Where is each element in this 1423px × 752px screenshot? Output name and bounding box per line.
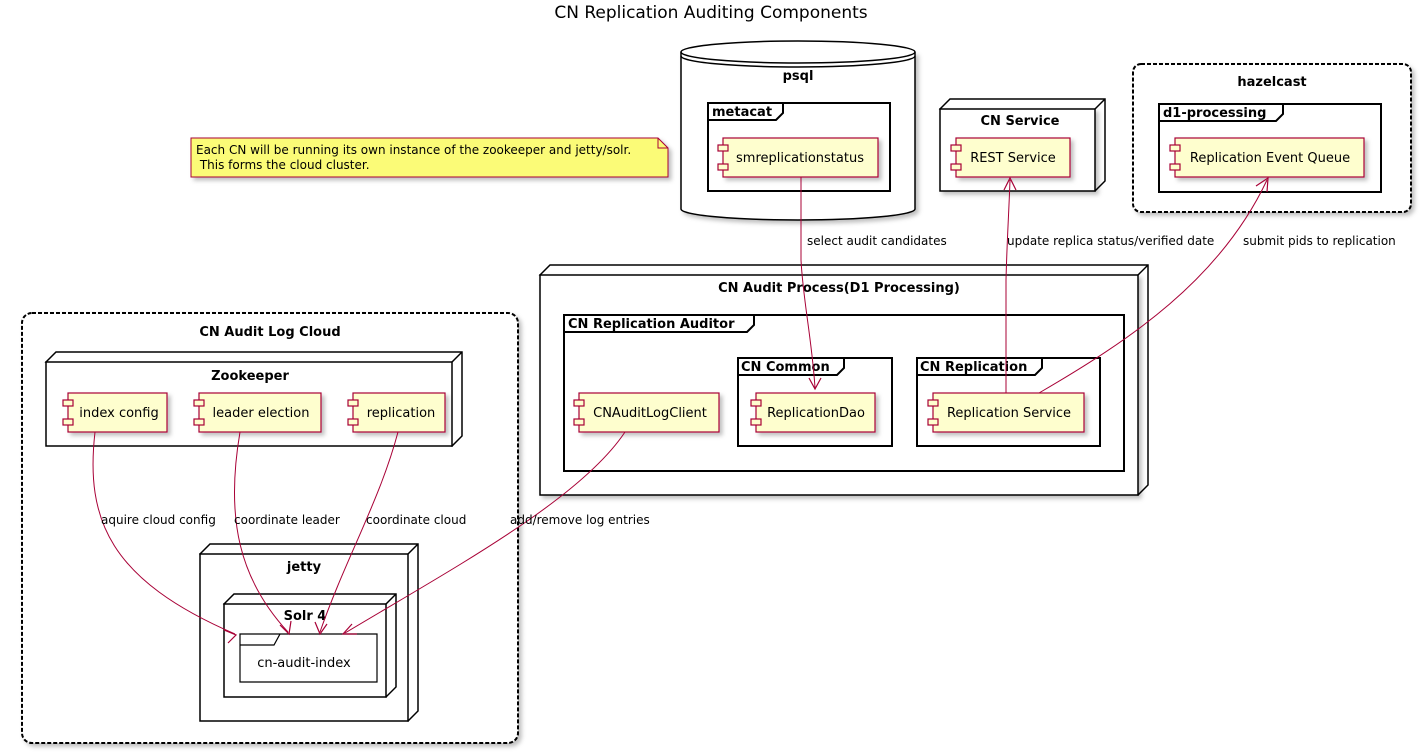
- component-cnauditlogclient: CNAuditLogClient: [573, 392, 720, 433]
- edge-coordinate-cloud: coordinate cloud: [314, 431, 466, 636]
- component-leader-election: leader election: [193, 392, 322, 433]
- edge-coordinate-leader: coordinate leader: [233, 431, 340, 636]
- d1-processing-label: d1-processing: [1163, 106, 1266, 121]
- cn-replication-label: CN Replication: [920, 360, 1027, 375]
- component-index-config: index config: [62, 392, 168, 433]
- svg-text:update replica status/verified: update replica status/verified date: [1007, 234, 1214, 248]
- component-replicationdao: ReplicationDao: [750, 392, 876, 433]
- svg-text:index config: index config: [79, 406, 158, 421]
- note-line-2: This forms the cloud cluster.: [196, 158, 370, 172]
- svg-text:REST Service: REST Service: [970, 151, 1056, 166]
- edge-select-audit-candidates: select audit candidates: [800, 177, 947, 391]
- svg-text:leader election: leader election: [213, 406, 310, 421]
- component-smreplicationstatus: smreplicationstatus: [717, 137, 879, 178]
- edge-aquire-cloud-config: aquire cloud config: [92, 431, 238, 644]
- cn-audit-index: cn-audit-index: [257, 656, 351, 671]
- svg-text:smreplicationstatus: smreplicationstatus: [736, 151, 864, 166]
- solr-label: Solr 4: [284, 609, 327, 624]
- component-replication-service: Replication Service: [927, 392, 1085, 433]
- edge-submit-pids: submit pids to replication: [1038, 176, 1396, 394]
- component-replication: replication: [347, 392, 446, 433]
- edge-update-replica-status: update replica status/verified date: [1003, 176, 1214, 393]
- psql-label: psql: [783, 69, 814, 84]
- svg-text:select audit candidates: select audit candidates: [807, 234, 947, 248]
- svg-text:Replication Event Queue: Replication Event Queue: [1190, 151, 1350, 166]
- svg-text:replication: replication: [367, 406, 436, 421]
- cn-audit-process-label: CN Audit Process(D1 Processing): [718, 281, 960, 296]
- cn-audit-process-node: CN Audit Process(D1 Processing) CN Repli…: [538, 264, 1149, 496]
- cn-audit-log-cloud: CN Audit Log Cloud Zookeeper jetty Solr …: [21, 312, 519, 744]
- psql-database: psql metacat: [680, 40, 916, 221]
- svg-text:coordinate cloud: coordinate cloud: [366, 513, 466, 527]
- edge-add-remove-log-entries: add/remove log entries: [341, 431, 650, 635]
- component-rest-service: REST Service: [950, 137, 1071, 178]
- svg-text:ReplicationDao: ReplicationDao: [767, 406, 865, 421]
- jetty-label: jetty: [286, 560, 322, 575]
- svg-text:add/remove log entries: add/remove log entries: [510, 513, 650, 527]
- diagram-title: CN Replication Auditing Components: [554, 3, 867, 23]
- cn-replication-auditor-label: CN Replication Auditor: [568, 317, 735, 332]
- component-replication-event-queue: Replication Event Queue: [1169, 137, 1365, 178]
- cn-common-label: CN Common: [741, 360, 830, 375]
- svg-text:aquire cloud config: aquire cloud config: [101, 513, 216, 527]
- zookeeper-label: Zookeeper: [211, 369, 289, 384]
- svg-text:Replication Service: Replication Service: [947, 406, 1071, 421]
- note: Each CN will be running its own instance…: [190, 137, 669, 178]
- svg-text:submit pids to replication: submit pids to replication: [1243, 234, 1396, 248]
- svg-text:coordinate leader: coordinate leader: [234, 513, 340, 527]
- cn-service-label: CN Service: [981, 114, 1060, 129]
- svg-text:CNAuditLogClient: CNAuditLogClient: [593, 406, 707, 421]
- hazelcast-label: hazelcast: [1237, 75, 1306, 90]
- cn-audit-log-cloud-label: CN Audit Log Cloud: [199, 325, 340, 340]
- note-line-1: Each CN will be running its own instance…: [196, 143, 631, 157]
- metacat-label: metacat: [712, 105, 772, 120]
